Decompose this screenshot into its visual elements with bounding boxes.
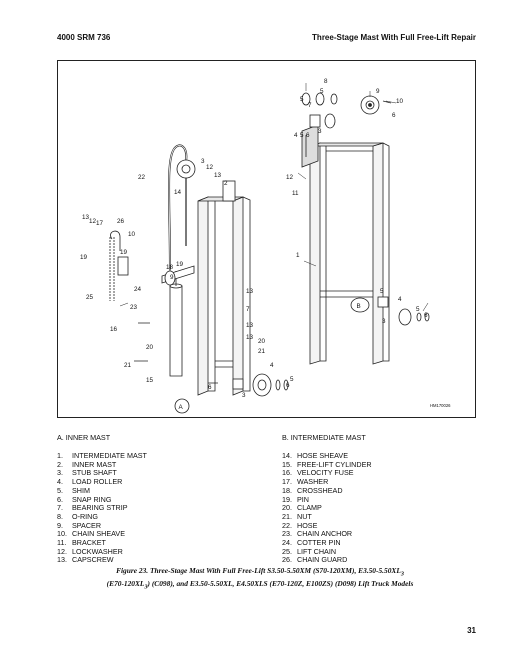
callout: 10 — [128, 231, 136, 238]
legend-item: 6. SNAP RING — [57, 494, 112, 504]
legend-item: 5. SHIM — [57, 485, 90, 495]
figure-caption: Figure 23. Three-Stage Mast With Full Fr… — [106, 566, 414, 591]
callout: 1 — [296, 252, 300, 259]
legend-item: 15. FREE-LIFT CYLINDER — [282, 459, 372, 469]
legend-item: 11. BRACKET — [57, 538, 106, 548]
callout: 13 — [82, 214, 90, 221]
callout: 18 — [166, 264, 174, 271]
callout: 4 — [294, 132, 298, 139]
callout: 21 — [124, 362, 132, 369]
callout: 6 — [392, 112, 396, 119]
callout: 19 — [176, 261, 184, 268]
legend-item: 4. LOAD ROLLER — [57, 477, 123, 487]
legend-right: 14. HOSE SHEAVE 15. FREE-LIFT CYLINDER 1… — [282, 451, 372, 565]
legend-item: 12. LOCKWASHER — [57, 546, 123, 556]
callout: 10 — [396, 98, 404, 105]
legend-item: 3. STUB SHAFT — [57, 468, 117, 478]
callout: 2 — [224, 180, 228, 187]
callout: 4 — [270, 362, 274, 369]
callout: 7 — [246, 306, 250, 313]
legend-item: 13. CAPSCREW — [57, 555, 114, 565]
legend-item: 16. VELOCITY FUSE — [282, 468, 354, 478]
callout: 12 — [286, 174, 294, 181]
callout: 3 — [318, 128, 322, 135]
legend-item: 18. CROSSHEAD — [282, 485, 343, 495]
callout: 17 — [96, 220, 104, 227]
callout: 20 — [258, 338, 266, 345]
legend-item: 21. NUT — [282, 511, 312, 521]
callout: 19 — [80, 254, 88, 261]
callout: 7 — [308, 102, 312, 109]
figure-frame: B — [57, 60, 476, 418]
callout: 3 — [201, 158, 205, 165]
svg-text:A: A — [179, 404, 184, 411]
callout: 13 — [246, 322, 254, 329]
callout: 6 — [208, 384, 212, 391]
legend-item: 1. INTERMEDIATE MAST — [57, 451, 147, 460]
callout: 8 — [324, 78, 328, 85]
legend-item: 20. CLAMP — [282, 503, 322, 513]
callout: 5 — [300, 132, 304, 139]
callout: 3 — [382, 318, 386, 325]
callout: 5 — [290, 376, 294, 383]
callout: 13 — [246, 288, 254, 295]
legend-item: 8. O-RING — [57, 511, 98, 521]
legend-item: 19. PIN — [282, 494, 309, 504]
callout: 5 — [380, 288, 384, 295]
callout: 9 — [170, 274, 174, 281]
callout: 6 — [306, 132, 310, 139]
callout: 13 — [214, 172, 222, 179]
callout: 26 — [117, 218, 125, 225]
callout: 4 — [398, 296, 402, 303]
svg-text:B: B — [357, 303, 361, 310]
page-number: 31 — [467, 626, 476, 635]
callout: 22 — [138, 174, 146, 181]
legend-item: 9. SPACER — [57, 520, 102, 530]
callout: 12 — [89, 218, 97, 225]
exploded-mast-diagram: B — [80, 78, 451, 414]
callout: 12 — [206, 164, 214, 171]
callout: 15 — [146, 377, 154, 384]
legend-item: 24. COTTER PIN — [282, 538, 341, 548]
callout: 19 — [120, 249, 128, 256]
callout: 5 — [416, 306, 420, 313]
callout: 21 — [258, 348, 266, 355]
legend-item: 7. BEARING STRIP — [57, 503, 128, 513]
callout: 20 — [146, 344, 154, 351]
legend-item: 14. HOSE SHEAVE — [282, 451, 348, 460]
callout: 16 — [110, 326, 118, 333]
callouts-view-a: 22 3 12 13 2 14 13 12 17 26 10 19 18 19 … — [80, 158, 294, 399]
legend-item: 10. CHAIN SHEAVE — [57, 529, 125, 539]
callout: 3 — [242, 392, 246, 399]
callout: 5 — [300, 96, 304, 103]
callout: 25 — [86, 294, 94, 301]
header-section-title: Three-Stage Mast With Full Free-Lift Rep… — [312, 33, 476, 42]
callouts-view-b: 8 5 7 5 9 10 6 4 5 6 3 12 11 1 5 4 5 6 3 — [286, 78, 428, 325]
callout: 23 — [130, 304, 138, 311]
callout: 11 — [292, 190, 299, 197]
header-doc-number: 4000 SRM 736 — [57, 33, 111, 42]
section-label-a: A. INNER MAST — [57, 433, 111, 442]
drawing-code: HM170026 — [430, 403, 451, 408]
section-label-b: B. INTERMEDIATE MAST — [282, 433, 366, 442]
callout: 13 — [246, 334, 254, 341]
legend-item: 23. CHAIN ANCHOR — [282, 529, 353, 539]
callout: 24 — [134, 286, 142, 293]
legend-item: 26. CHAIN GUARD — [282, 555, 348, 565]
callout: 5 — [320, 88, 324, 95]
legend-item: 22. HOSE — [282, 520, 318, 530]
legend-left: 1. INTERMEDIATE MAST 2. INNER MAST 3. ST… — [57, 451, 147, 565]
callout: 14 — [174, 189, 182, 196]
callout: 6 — [286, 382, 290, 389]
legend-item: 25. LIFT CHAIN — [282, 546, 337, 556]
callout: 9 — [376, 88, 380, 95]
callout: 6 — [424, 312, 428, 319]
legend-item: 2. INNER MAST — [57, 459, 117, 469]
legend-item: 17. WASHER — [282, 477, 329, 487]
